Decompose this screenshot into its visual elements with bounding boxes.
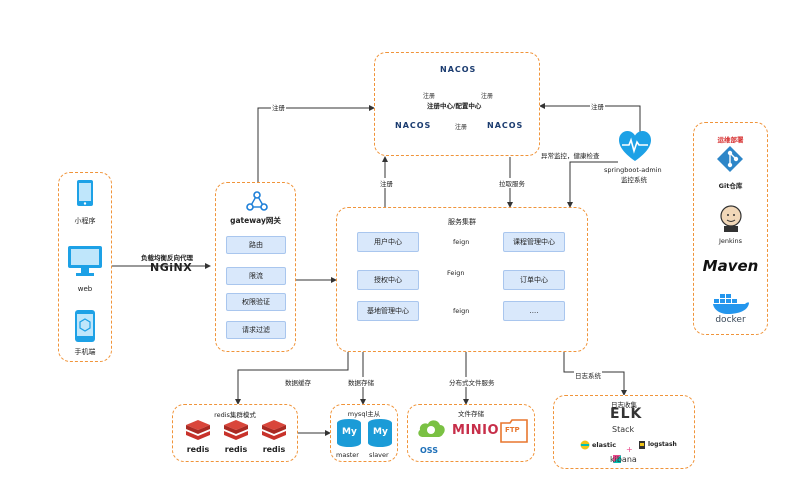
ftp-icon	[500, 419, 528, 443]
clients-box: 小程序 web 手机端	[58, 172, 112, 362]
edge-label-admin-register: 注册	[590, 101, 605, 111]
svc-order-center: 订单中心	[503, 270, 565, 290]
edge-label-gateway-register: 注册	[271, 102, 286, 112]
nacos-center-label: 注册中心/配置中心	[427, 102, 482, 110]
minio-logo: MINIO	[452, 423, 500, 438]
edge-admin-monitor	[567, 161, 618, 208]
redis-node-3: redis	[262, 445, 286, 454]
edge-label-distributed-fs: 分布式文件服务	[448, 377, 496, 387]
gateway-title: gateway网关	[230, 216, 281, 225]
devops-title: 运维部署	[717, 136, 744, 144]
jenkins-label: Jenkins	[718, 237, 743, 245]
maven-logo: Maven	[702, 257, 759, 275]
edge-label-admin-monitor: 异常监控，健康检查	[540, 150, 601, 160]
edge-label-data-cache: 数据缓存	[284, 377, 312, 387]
mysql-slaver-icon	[368, 419, 392, 447]
nacos-box: NACOS NACOS NACOS 注册中心/配置中心 注册 注册 注册	[374, 52, 540, 156]
logging-box: 日志收集 ELK Stack elastic logstash + kibana	[553, 395, 695, 469]
elk-logo: ELK	[610, 406, 643, 422]
nacos-logo-right: NACOS	[487, 121, 524, 130]
mysql-master-logo: My	[342, 427, 357, 437]
monitor-icon	[68, 246, 102, 276]
gateway-item-route: 路由	[226, 236, 286, 254]
svc-auth-center: 授权中心	[357, 270, 419, 290]
git-icon	[717, 146, 743, 172]
logstash-label: logstash	[648, 441, 677, 448]
mysql-slaver-label: slaver	[369, 451, 389, 459]
redis-icon	[186, 420, 210, 440]
edge-label-log-system: 日志系统	[574, 370, 602, 380]
logstash-icon	[639, 441, 645, 449]
mysql-master-label: master	[336, 451, 359, 459]
gateway-box: gateway网关 路由 限流 权限验证 请求过滤	[215, 182, 296, 352]
oss-cloud-icon	[418, 420, 445, 437]
oss-label: OSS	[420, 446, 438, 455]
devops-box: 运维部署 Git仓库 Jenkins Maven docker	[693, 122, 768, 335]
admin-name: springboot-admin	[604, 166, 662, 174]
nacos-edge-label-right: 注册	[481, 93, 494, 100]
elastic-icon	[580, 440, 590, 450]
nginx-caption: 负载均衡反向代理	[141, 254, 193, 262]
filestore-box: 文件存储 OSS MINIO FTP	[407, 404, 535, 462]
mysql-slaver-logo: My	[373, 427, 388, 437]
logging-title: 日志收集	[611, 401, 637, 409]
svc-user-center: 用户中心	[357, 232, 419, 252]
elastic-label: elastic	[592, 441, 617, 449]
docker-label: docker	[715, 315, 746, 325]
service-cluster-box: 服务集群 用户中心 课程管理中心 授权中心 订单中心 基地管理中心 ....	[336, 207, 588, 352]
redis-node-2: redis	[224, 445, 248, 454]
svc-more: ....	[503, 301, 565, 321]
edge-gateway-register	[257, 105, 375, 182]
mysql-box: mysql主从 My My master slaver	[330, 404, 398, 462]
elk-stack-label: Stack	[612, 425, 635, 434]
svc-base-center: 基地管理中心	[357, 301, 419, 321]
gateway-item-auth: 权限验证	[226, 293, 286, 311]
mysql-master-icon	[337, 419, 361, 447]
client-web-label: web	[77, 285, 93, 293]
edge-admin-register	[539, 103, 641, 132]
client-miniprogram-label: 小程序	[74, 217, 96, 225]
feign-label-2: Feign	[446, 269, 466, 277]
jenkins-icon	[720, 205, 742, 232]
gateway-item-ratelimit: 限流	[226, 267, 286, 285]
feign-label-1: feign	[452, 238, 471, 246]
mysql-title: mysql主从	[347, 410, 381, 418]
nginx-logo: NGiNX	[150, 261, 193, 274]
kibana-label: kibana	[610, 455, 637, 464]
edge-label-data-storage: 数据存储	[347, 377, 375, 387]
redis-node-1: redis	[186, 445, 210, 454]
heart-monitor-icon	[619, 131, 651, 161]
client-mobile-label: 手机端	[74, 348, 96, 356]
edge-data-cache	[235, 352, 349, 405]
filestore-title: 文件存储	[458, 410, 484, 418]
phone-icon	[77, 180, 93, 206]
redis-title: redis集群模式	[214, 411, 256, 419]
ftp-label: FTP	[505, 426, 520, 434]
kibana-icon	[613, 455, 621, 463]
docker-icon	[713, 294, 749, 314]
git-label: Git仓库	[718, 182, 743, 190]
admin-subtitle: 监控系统	[621, 176, 647, 184]
cluster-title: 服务集群	[448, 218, 476, 226]
feign-label-3: feign	[452, 307, 471, 315]
edge-label-pull-service: 拉取服务	[498, 178, 526, 188]
edge-label-cluster-register: 注册	[379, 178, 394, 188]
gateway-item-filter: 请求过滤	[226, 321, 286, 339]
nacos-edge-label-bottom: 注册	[455, 124, 468, 131]
redis-icon	[262, 420, 286, 440]
redis-icon	[224, 420, 248, 440]
gateway-icon	[246, 191, 268, 211]
mobile-icon	[75, 310, 95, 342]
nacos-edge-label-left: 注册	[423, 93, 436, 100]
svc-course-center: 课程管理中心	[503, 232, 565, 252]
nacos-logo-top: NACOS	[440, 65, 477, 74]
redis-box: redis集群模式 redis redis redis	[172, 404, 298, 462]
nacos-logo-left: NACOS	[395, 121, 432, 130]
